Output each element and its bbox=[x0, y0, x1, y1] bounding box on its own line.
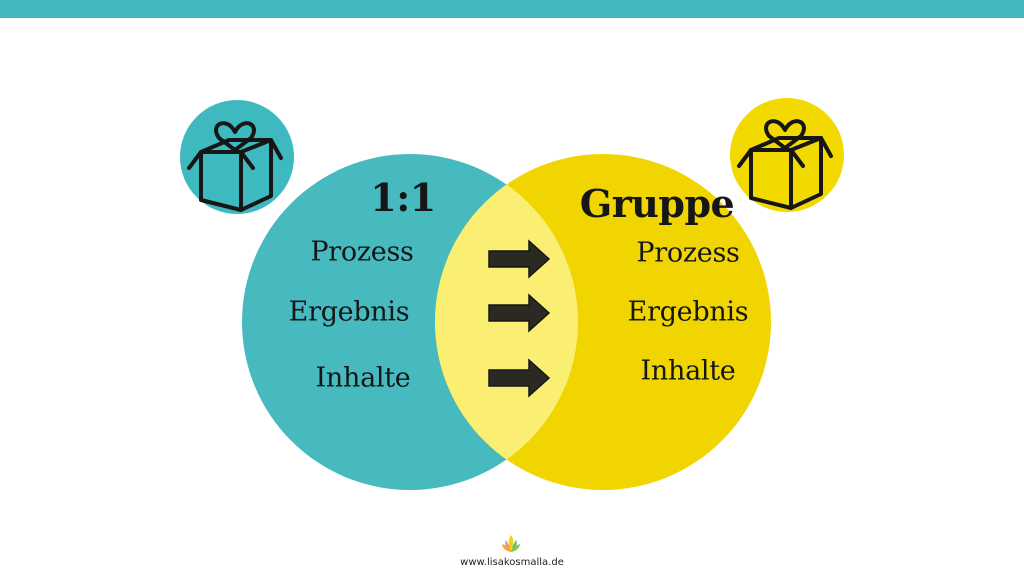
left-icon-badge bbox=[180, 100, 294, 214]
right-item-inhalte: Inhalte bbox=[640, 355, 736, 387]
right-arrow-icon bbox=[488, 293, 551, 333]
top-accent-bar bbox=[0, 0, 1024, 18]
flower-logo-icon bbox=[502, 535, 520, 552]
right-icon-badge bbox=[730, 98, 844, 212]
right-item-ergebnis: Ergebnis bbox=[627, 296, 749, 328]
right-set-title: Gruppe bbox=[579, 181, 735, 226]
left-item-prozess: Prozess bbox=[310, 236, 414, 268]
footer-website[interactable]: www.lisakosmalla.de bbox=[460, 557, 564, 568]
right-arrow-icon bbox=[488, 239, 551, 279]
gift-box-heart-icon bbox=[187, 121, 283, 212]
right-item-prozess: Prozess bbox=[636, 237, 740, 269]
overlap-region bbox=[435, 154, 578, 490]
right-arrow-icon bbox=[488, 358, 551, 398]
gift-box-heart-icon bbox=[737, 119, 833, 210]
left-set-title: 1:1 bbox=[370, 175, 436, 220]
left-item-inhalte: Inhalte bbox=[315, 362, 411, 394]
left-item-ergebnis: Ergebnis bbox=[288, 296, 410, 328]
